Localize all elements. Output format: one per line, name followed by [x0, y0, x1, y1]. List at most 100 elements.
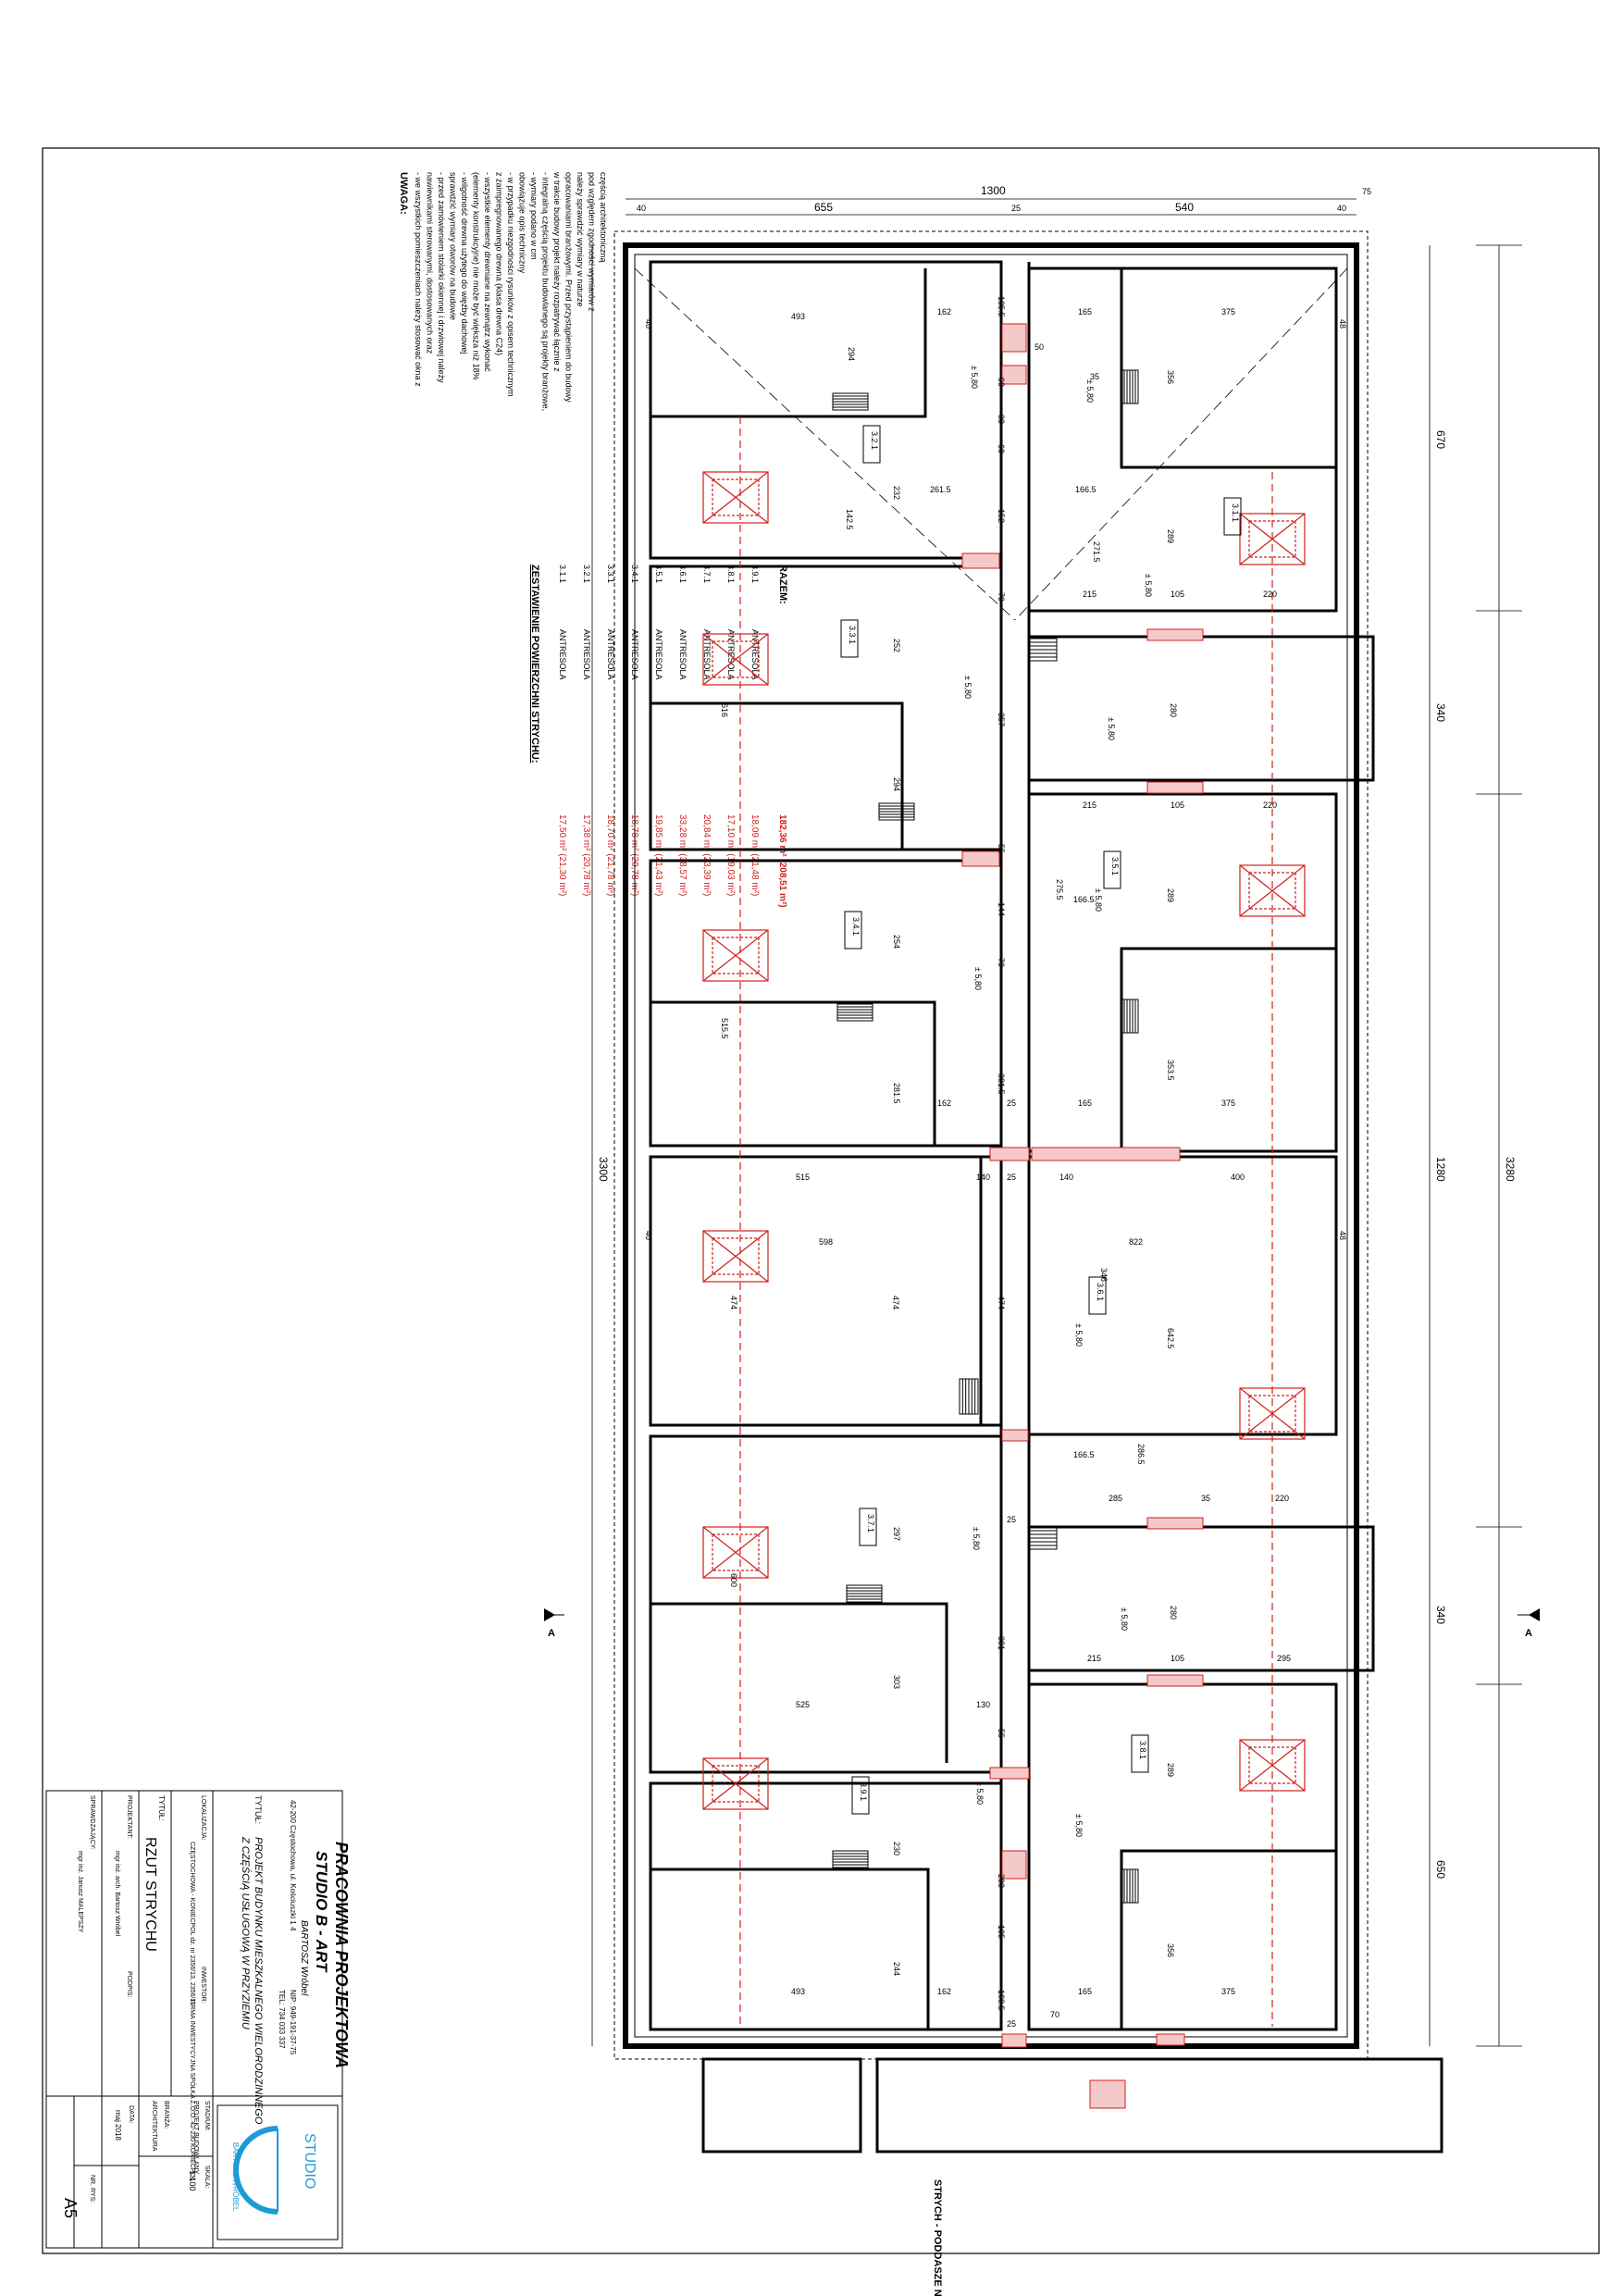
stair-flight	[1028, 1526, 1058, 1550]
note-line: - we wszystkich pomieszczeniach należy s…	[414, 172, 423, 387]
plan-dimension: 381	[997, 1636, 1006, 1650]
plan-dimension: 303	[892, 1675, 901, 1689]
level-mark: ± 5,80	[1107, 717, 1116, 740]
notes-block: UWAGA: - we wszystkich pomieszczeniach n…	[398, 171, 608, 411]
dim-top-right: 540	[1175, 201, 1194, 214]
level-mark: ± 5,80	[1085, 379, 1095, 403]
dim-right-a: 670	[1434, 430, 1447, 449]
plan-dimension: 166.5	[1075, 485, 1096, 494]
red-hatch	[1001, 2033, 1027, 2048]
plan-dimension: 55	[997, 1729, 1006, 1738]
floor-plan: STRYCH - PODDASZE NIEUŻYTKOWE A A 13	[544, 184, 1540, 2296]
area-row-no: 3.5.1	[654, 565, 663, 583]
plan-dimension: 244	[892, 1962, 901, 1976]
plan-dimension: 493	[791, 1987, 805, 1996]
plan-dimension: 166.5	[1073, 1450, 1095, 1459]
area-row-name: ANTRESOLA	[678, 629, 688, 680]
plan-dimension: 35	[1201, 1494, 1210, 1503]
drawing-title: RZUT STRYCHU	[142, 1837, 158, 1952]
skylight	[702, 471, 769, 524]
partition-r2	[1120, 947, 1336, 1151]
skylight	[1239, 864, 1306, 917]
area-row-value: 18,70 m² (21,78 m²)	[605, 814, 615, 896]
section-label-left: A	[548, 1628, 555, 1639]
plan-dimension: 375	[1221, 1098, 1235, 1108]
room-tags: 3.1.13.2.13.3.13.4.13.5.13.6.13.7.13.8.1…	[840, 425, 1242, 1815]
red-hatch	[1001, 323, 1027, 353]
area-row-value: 18,09 m² (21,48 m²)	[750, 814, 760, 896]
level-mark: ± 5,80	[1074, 1323, 1084, 1347]
note-line: nawiewnikami sterowanymi, dostosowanych …	[426, 172, 435, 354]
location-value: CZĘSTOCHOWA - KONIECPOL dz. nr 2356/13, …	[189, 1842, 195, 2005]
skylight	[1239, 1739, 1306, 1792]
role1: PROJEKTANT:	[126, 1795, 132, 1839]
note-line: - wymiary podano w cm	[529, 172, 539, 260]
area-row-value: 17,10 m² (19,03 m²)	[725, 814, 736, 896]
plan-dimension: 48	[1338, 1231, 1347, 1240]
plan-dimension: 297	[892, 1527, 901, 1541]
partition-r6	[1120, 1849, 1336, 2029]
plan-dimension: 162	[937, 307, 951, 316]
lower-hatch	[1089, 2079, 1126, 2109]
level-mark: ± 5,80	[972, 1527, 981, 1550]
stair-flight	[1121, 999, 1139, 1034]
area-row-no: 3.3.1	[606, 565, 615, 583]
plan-dimension: 285	[1109, 1494, 1122, 1503]
room-tag: 3.3.1	[840, 619, 859, 658]
sheet-label: NR. RYS:	[89, 2175, 95, 2203]
note-line: - wilgotność drewna użytego do więźby da…	[460, 172, 469, 354]
room-tag: 3.6.1	[1088, 1276, 1107, 1315]
plan-dimension: 357	[997, 713, 1006, 726]
plan-dimension: 289	[1166, 888, 1175, 902]
plan-dimension: 230	[892, 1842, 901, 1855]
plan-dimension: 215	[1083, 590, 1096, 599]
ridge-line-2	[1014, 267, 1348, 621]
plan-dimension: 286.5	[1136, 1444, 1146, 1465]
plan-dimension: 25	[1007, 1173, 1016, 1182]
plan-dimension: 162	[937, 1098, 951, 1108]
note-line: opracowaniami branżowymi. Przed przystąp…	[564, 172, 574, 403]
plan-dimension: 200	[997, 1874, 1006, 1888]
area-row-no: 3.9.1	[750, 565, 760, 583]
plan-dimension: 474	[997, 1296, 1006, 1309]
plan-dimension: 400	[1231, 1173, 1245, 1182]
area-total-label: RAZEM:	[777, 565, 788, 604]
logo-word: STUDIO	[302, 2133, 317, 2189]
firm-tel: TEL: 734 033 337	[278, 1990, 286, 2049]
plan-dimension: 294	[892, 777, 901, 791]
dim-edge-right: 40	[1337, 204, 1346, 213]
plan-dimension: 55	[997, 844, 1006, 853]
plan-dimension: 353.5	[1166, 1060, 1175, 1081]
plan-dimension: 493	[791, 312, 805, 321]
partition-l6	[650, 1868, 930, 2029]
role2: SPRAWDZAJĄCY:	[89, 1795, 95, 1850]
plan-dimension: 162	[937, 1987, 951, 1996]
room-tag: 3.2.1	[862, 425, 881, 464]
plan-dimension: 25	[1007, 2019, 1016, 2029]
room-tag: 3.4.1	[844, 911, 862, 949]
plan-dimension: 25	[1007, 1098, 1016, 1108]
room-tag-label: 3.4.1	[851, 917, 861, 936]
plan-dimension: 48	[1338, 319, 1347, 329]
firm-line2: STUDIO B - ART	[313, 1851, 330, 1973]
note-line: (elementy konstrukcyjne) nie może być wi…	[472, 172, 481, 380]
plan-dimension: 525	[796, 1700, 810, 1709]
area-row-name: ANTRESOLA	[702, 629, 712, 680]
plan-dimension: 144	[997, 902, 1006, 916]
plan-dimension: 281.5	[892, 1083, 901, 1104]
notes-lines: - we wszystkich pomieszczeniach należy s…	[414, 171, 608, 411]
plan-dimension: 254	[892, 935, 901, 949]
plan-dimension: 70	[1050, 2010, 1059, 2019]
plan-dimension: 515	[796, 1173, 810, 1182]
plan-dimension: 294	[847, 347, 856, 361]
red-hatch	[1001, 1429, 1029, 1442]
plan-dimension: 600	[729, 1573, 738, 1587]
plan-dimension: 105	[1171, 1654, 1184, 1663]
dim-top-right2: 75	[1362, 187, 1371, 196]
red-hatch	[1146, 628, 1204, 641]
area-schedule: ZESTAWIENIE POWIERZCHNI STRYCHU: 3.1.1AN…	[529, 565, 788, 908]
sig-label: PODPIS:	[126, 1971, 132, 1997]
skylights	[702, 471, 1306, 1810]
note-line: - przed zamówieniem stolarki okiennej i …	[437, 172, 446, 383]
skylight	[1239, 1387, 1306, 1440]
